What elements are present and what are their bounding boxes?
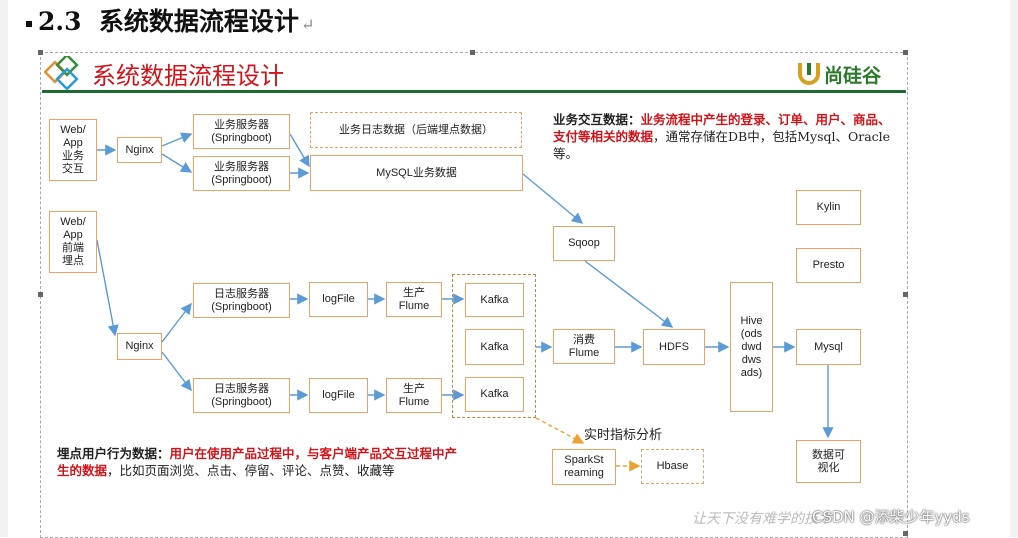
note-rest: ，比如页面浏览、点击、停留、评论、点赞、收藏等 <box>107 463 395 478</box>
node-label: Kafka <box>480 388 509 400</box>
node-label: 生产 Flume <box>398 382 430 408</box>
node-label: Web/ App 业务 交互 <box>60 124 86 175</box>
node-logfile-2: logFile <box>309 378 368 413</box>
note-key: 业务交互数据： <box>553 112 641 127</box>
node-label: Nginx <box>125 340 154 352</box>
node-label: 业务服务器 (Springboot) <box>211 160 272 186</box>
heading-text: 系统数据流程设计 <box>98 7 299 36</box>
node-log-server-2: 日志服务器 (Springboot) <box>193 378 290 413</box>
node-biz-server-1: 业务服务器 (Springboot) <box>193 114 290 149</box>
node-web-app-business: Web/ App 业务 交互 <box>49 119 97 181</box>
resize-handle-t[interactable] <box>470 50 475 55</box>
node-nginx-top: Nginx <box>117 137 162 163</box>
note-business-data: 业务交互数据：业务流程中产生的登录、订单、用户、商品、支付等相关的数据，通常存储… <box>553 111 898 162</box>
node-kafka-2: Kafka <box>465 329 524 365</box>
node-label: Nginx <box>125 143 154 156</box>
node-label: 业务日志数据（后端埋点数据） <box>339 123 493 136</box>
node-label: Web/ App 前端 埋点 <box>60 216 86 267</box>
node-mysql-business: MySQL业务数据 <box>310 155 523 191</box>
node-flume-consume: 消费 Flume <box>553 329 615 364</box>
realtime-label: 实时指标分析 <box>584 428 663 443</box>
node-label: logFile <box>322 293 355 305</box>
node-mysql-out: Mysql <box>796 329 861 365</box>
node-label: Kafka <box>480 340 509 353</box>
node-label: 日志服务器 (Springboot) <box>211 382 272 408</box>
resize-handle-l[interactable] <box>38 292 43 297</box>
resize-handle-tr[interactable] <box>903 50 908 55</box>
node-hdfs: HDFS <box>643 329 705 365</box>
node-kylin: Kylin <box>796 190 861 225</box>
slide-title: 系统数据流程设计 <box>92 62 284 90</box>
node-spark-streaming: SparkSt reaming <box>552 449 616 485</box>
left-margin <box>0 0 8 537</box>
node-label: Sqoop <box>568 237 600 249</box>
note-tracking-data: 埋点用户行为数据：用户在使用产品过程中，与客户端产品交互过程中产生的数据，比如页… <box>57 445 467 479</box>
node-label: Kafka <box>480 293 509 306</box>
node-label: MySQL业务数据 <box>376 166 457 179</box>
node-flume-prod-2: 生产 Flume <box>386 378 442 413</box>
node-hbase: Hbase <box>641 449 704 484</box>
right-scrollbar[interactable] <box>1010 0 1018 537</box>
resize-handle-r[interactable] <box>903 292 908 297</box>
node-label: Kylin <box>816 201 841 213</box>
faint-watermark: 让天下没有难学的技术 <box>692 511 832 527</box>
node-label: Presto <box>812 259 845 271</box>
paragraph-return-icon: ↵ <box>300 15 315 34</box>
node-nginx-bottom: Nginx <box>117 333 162 360</box>
kafka-cluster-group <box>452 274 536 418</box>
node-label: 数据可 视化 <box>812 448 845 474</box>
brand-logo-text: 尚硅谷 <box>824 65 882 87</box>
node-label: Hive (ods dwd dws ads) <box>740 314 763 379</box>
node-kafka-1: Kafka <box>465 283 524 317</box>
node-label: SparkSt reaming <box>564 454 604 479</box>
node-label: logFile <box>322 389 355 401</box>
node-flume-prod-1: 生产 Flume <box>386 282 442 317</box>
node-hive: Hive (ods dwd dws ads) <box>730 282 773 412</box>
node-web-app-tracking: Web/ App 前端 埋点 <box>49 211 97 273</box>
node-log-server-1: 日志服务器 (Springboot) <box>193 283 290 318</box>
note-rest: ，通常存储在DB中，包括Mysql、Oracle等。 <box>553 129 891 161</box>
node-logfile-1: logFile <box>309 282 368 317</box>
node-label: 消费 Flume <box>568 333 600 359</box>
node-kafka-3: Kafka <box>465 377 524 412</box>
diamond-logo-icon <box>44 56 79 90</box>
section-heading: 2.3 系统数据流程设计↵ <box>26 2 314 38</box>
brand-u-icon <box>798 63 820 85</box>
node-label: Hbase <box>656 460 689 472</box>
node-log-data-tracking: 业务日志数据（后端埋点数据） <box>310 112 522 148</box>
resize-handle-br[interactable] <box>903 531 908 536</box>
note-highlight: 业务流程中产生的登录、订单、用户、商品、支付等相关的数据 <box>553 112 891 144</box>
note-highlight: 用户在使用产品过程中，与客户端产品交互过程中产生的数据 <box>57 446 458 478</box>
title-underline <box>42 90 906 93</box>
node-label: Mysql <box>814 340 843 353</box>
node-label: 业务服务器 (Springboot) <box>211 118 272 144</box>
note-key: 埋点用户行为数据： <box>57 446 170 461</box>
bullet-icon <box>26 20 32 27</box>
node-presto: Presto <box>796 248 861 283</box>
node-biz-server-2: 业务服务器 (Springboot) <box>193 156 290 191</box>
node-label: HDFS <box>659 340 689 353</box>
csdn-watermark: CSDN @添柴少年yyds <box>812 508 970 526</box>
heading-number: 2.3 <box>38 7 82 36</box>
node-label: 日志服务器 (Springboot) <box>211 287 272 313</box>
resize-handle-tl[interactable] <box>38 50 43 55</box>
node-visualization: 数据可 视化 <box>796 440 861 483</box>
node-label: 生产 Flume <box>398 286 430 312</box>
node-sqoop: Sqoop <box>553 226 615 261</box>
